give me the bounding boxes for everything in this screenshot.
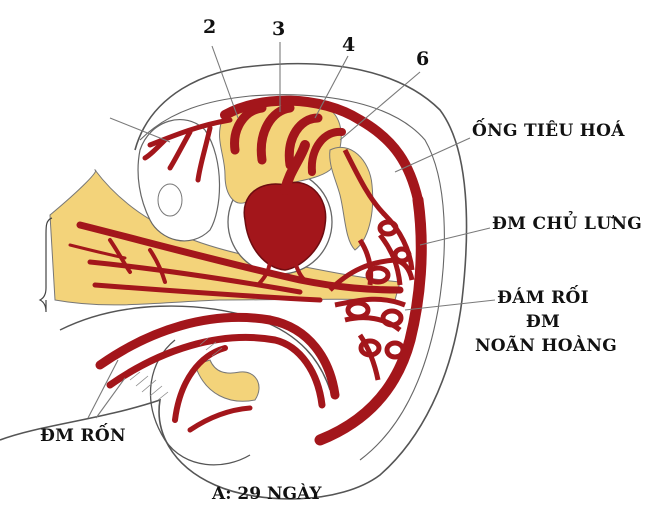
embryo-outer-contour — [0, 62, 468, 500]
umbilical-arteries — [95, 313, 340, 433]
label-vitelline-plexus-line3: NOÃN HOÀNG — [474, 336, 618, 356]
label-vitelline-plexus-line1: ĐÁM RỐI — [497, 288, 589, 308]
hindgut-tissue — [194, 359, 260, 402]
leader-lines — [87, 42, 496, 419]
label-vitelline-plexus-line2: ĐM — [525, 312, 561, 332]
embryo-inner-contour — [139, 94, 445, 461]
label-number-2: 2 — [203, 16, 217, 38]
label-digestive-tube: ỐNG TIÊU HOÁ — [472, 121, 625, 141]
label-dorsal-aorta: ĐM CHỦ LƯNG — [492, 214, 643, 234]
shading-hatching — [129, 337, 223, 401]
vitelline-plexus — [328, 148, 415, 381]
head-cavity — [137, 119, 221, 242]
aortic-arches — [220, 95, 423, 205]
tail-contour — [149, 339, 251, 466]
cranial-arteries — [142, 117, 233, 183]
truncus-arteriosus — [280, 140, 310, 195]
label-number-6: 6 — [416, 48, 430, 70]
dorsal-aorta — [314, 194, 427, 446]
figure-caption: A: 29 NGÀY — [212, 484, 322, 504]
label-number-3: 3 — [272, 18, 286, 40]
label-number-4: 4 — [342, 34, 356, 56]
vitelline-arteries — [68, 221, 404, 303]
label-umbilical-artery: ĐM RỐN — [40, 426, 126, 446]
foregut-tissue — [329, 147, 374, 251]
left-bracket — [38, 217, 53, 313]
optic-vesicle — [157, 183, 183, 217]
